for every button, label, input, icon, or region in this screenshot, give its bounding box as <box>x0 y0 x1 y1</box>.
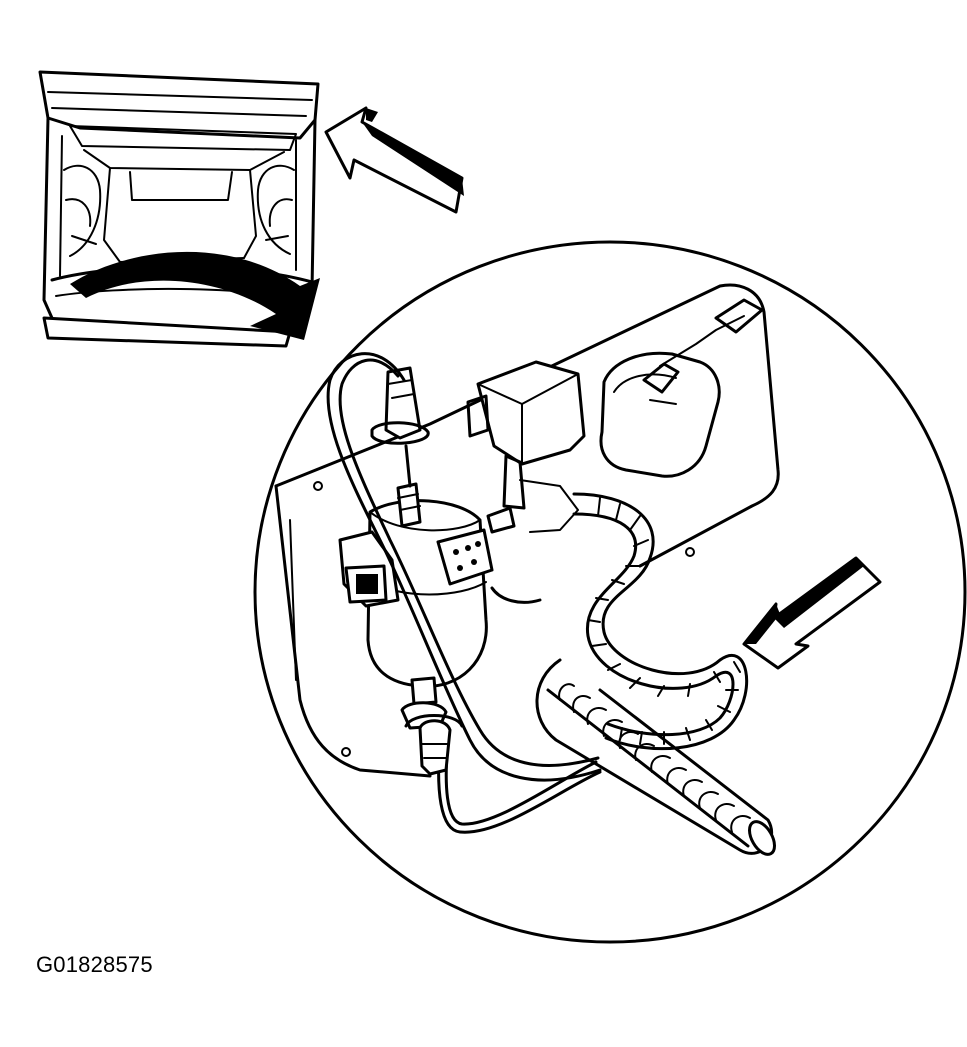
figure-id: G01828575 <box>36 952 153 977</box>
vehicle-cargo-view <box>38 70 320 348</box>
detail-view <box>253 240 967 944</box>
arrow-down-left-icon <box>742 556 882 670</box>
curved-arrow-icon <box>70 251 320 340</box>
arrow-left-icon <box>324 106 464 214</box>
